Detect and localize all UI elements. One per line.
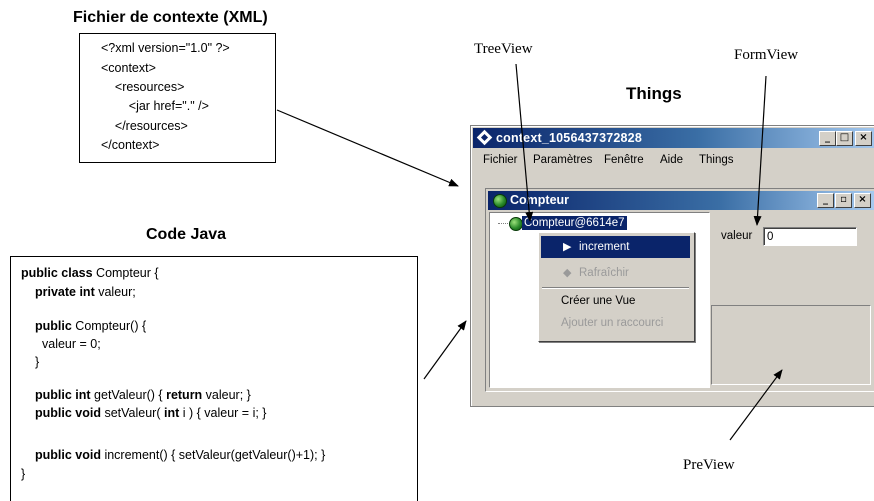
- menu-bar: Fichier Paramètres Fenêtre Aide Things: [473, 150, 874, 170]
- java-keyword: public: [35, 319, 72, 333]
- preview-label: PreView: [683, 457, 735, 473]
- menu-item-increment[interactable]: ▶ increment: [541, 236, 690, 258]
- java-text: getValeur() {: [90, 388, 167, 402]
- java-line: }: [35, 355, 40, 369]
- menu-item-rafraichir[interactable]: ◆ Rafraîchir: [541, 262, 690, 284]
- menu-item-label: Ajouter un raccourci: [561, 317, 664, 329]
- java-code-heading: Code Java: [146, 226, 227, 243]
- tree-node-compteur[interactable]: Compteur@6614e7: [522, 216, 627, 230]
- compteur-internal-frame: Compteur _ ▫ × Compteur@6614e7 ▶ increme…: [485, 188, 874, 392]
- play-arrow-icon: ▶: [563, 241, 572, 253]
- object-globe-icon: [493, 194, 507, 208]
- treeview-label: TreeView: [474, 41, 533, 57]
- menu-item-label: Rafraîchir: [579, 267, 629, 279]
- app-diamond-icon: [476, 129, 493, 146]
- formview-label: FormView: [734, 47, 799, 63]
- menu-item-label: Créer une Vue: [561, 295, 636, 307]
- java-text: Compteur() {: [71, 319, 147, 333]
- menu-fichier[interactable]: Fichier: [483, 154, 518, 166]
- java-keyword: public void: [35, 448, 101, 462]
- java-text: Compteur {: [92, 266, 159, 280]
- java-line: public class Compteur {: [21, 266, 159, 280]
- menu-parametres[interactable]: Paramètres: [533, 154, 593, 166]
- form-view-pane: valeur 0: [711, 212, 873, 302]
- xml-line: <jar href="." />: [101, 99, 209, 113]
- java-text: i ) { valeur = i; }: [179, 406, 267, 420]
- things-window: context_1056437372828 _ □ × Fichier Para…: [470, 125, 874, 407]
- internal-frame-titlebar[interactable]: Compteur _ ▫ ×: [488, 191, 874, 210]
- inner-restore-button[interactable]: ▫: [835, 193, 852, 208]
- xml-line: <resources>: [101, 80, 185, 94]
- inner-close-button[interactable]: ×: [854, 193, 871, 208]
- java-line: public Compteur() {: [35, 319, 146, 333]
- java-keyword: public int: [35, 388, 91, 402]
- internal-frame-title: Compteur: [510, 193, 570, 207]
- java-to-window-arrow: [423, 320, 467, 380]
- java-line: public int getValeur() { return valeur; …: [35, 388, 251, 402]
- tree-node-globe-icon: [509, 217, 523, 231]
- refresh-diamond-icon: ◆: [563, 267, 572, 279]
- xml-file-heading: Fichier de contexte (XML): [73, 9, 268, 26]
- window-title: context_1056437372828: [496, 131, 642, 145]
- valeur-label: valeur: [721, 230, 753, 242]
- menu-item-creer-vue[interactable]: Créer une Vue: [541, 290, 690, 312]
- valeur-field[interactable]: 0: [763, 227, 857, 246]
- java-line: private int valeur;: [35, 285, 136, 299]
- close-button[interactable]: ×: [855, 131, 872, 146]
- java-line: }: [21, 467, 26, 481]
- maximize-button[interactable]: □: [836, 131, 853, 146]
- xml-line: </context>: [101, 138, 160, 152]
- xml-line: <context>: [101, 61, 156, 75]
- window-titlebar[interactable]: context_1056437372828 _ □ ×: [473, 128, 874, 148]
- tree-connector-line: [498, 223, 516, 224]
- java-text: valeur; }: [202, 388, 251, 402]
- menu-aide[interactable]: Aide: [660, 154, 684, 166]
- xml-line: <?xml version="1.0" ?>: [101, 41, 230, 55]
- java-keyword: public class: [21, 266, 93, 280]
- java-line: public void setValeur( int i ) { valeur …: [35, 406, 266, 420]
- context-menu: ▶ increment ◆ Rafraîchir Créer une Vue A…: [538, 232, 695, 342]
- menu-item-label: increment: [579, 241, 630, 253]
- menu-separator: [542, 287, 689, 289]
- java-text: setValeur(: [100, 406, 164, 420]
- xml-context-file-box: <?xml version="1.0" ?> <context> <resour…: [79, 33, 276, 163]
- preview-pane: [711, 305, 871, 385]
- java-line: public void increment() { setValeur(getV…: [35, 448, 325, 462]
- java-text: increment() { setValeur(getValeur()+1); …: [100, 448, 326, 462]
- things-heading: Things: [626, 84, 682, 103]
- tree-view-pane[interactable]: Compteur@6614e7 ▶ increment ◆ Rafraîchir…: [489, 212, 710, 388]
- xml-line: </resources>: [101, 119, 188, 133]
- java-text: valeur;: [94, 285, 136, 299]
- java-keyword: int: [163, 406, 180, 420]
- java-code-box: public class Compteur { private int vale…: [10, 256, 418, 501]
- menu-item-ajouter-raccourci[interactable]: Ajouter un raccourci: [541, 312, 690, 334]
- java-keyword: public void: [35, 406, 101, 420]
- java-keyword: private int: [35, 285, 95, 299]
- java-line: valeur = 0;: [42, 337, 101, 351]
- inner-minimize-button[interactable]: _: [817, 193, 834, 208]
- minimize-button[interactable]: _: [819, 131, 836, 146]
- menu-things[interactable]: Things: [699, 154, 734, 166]
- menu-fenetre[interactable]: Fenêtre: [604, 154, 644, 166]
- java-keyword: return: [166, 388, 203, 402]
- xml-to-window-arrow: [276, 109, 459, 187]
